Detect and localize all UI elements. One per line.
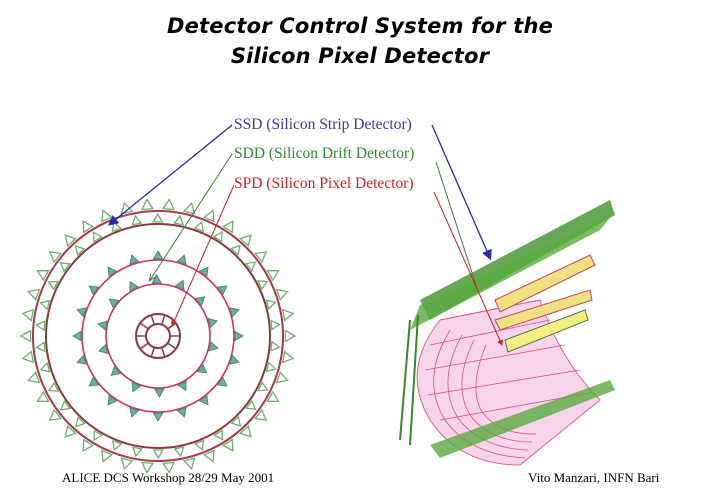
slide-title-line2: Silicon Pixel Detector (230, 44, 490, 68)
label-spd: SPD (Silicon Pixel Detector) (234, 175, 414, 192)
footer-event: ALICE DCS Workshop 28/29 May 2001 (62, 470, 275, 485)
footer-author: Vito Manzari, INFN Bari (528, 470, 660, 485)
label-sdd: SDD (Silicon Drift Detector) (234, 145, 415, 162)
cross-section-figure (19, 198, 297, 474)
pointer-lines (107, 124, 503, 346)
perspective-figure (399, 200, 615, 466)
label-ssd: SSD (Silicon Strip Detector) (234, 116, 412, 133)
slide-title-line1: Detector Control System for the (166, 14, 554, 38)
